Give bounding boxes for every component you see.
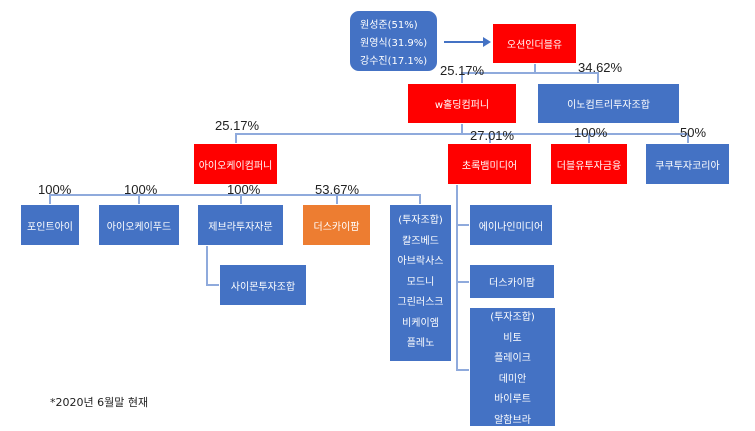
node-chorokbaem: 초록뱀미디어 (447, 143, 532, 185)
fund: 데미안 (499, 370, 527, 391)
pct-label: 53.67% (315, 182, 359, 197)
fund: 아브락사스 (398, 252, 444, 273)
owners-box: 원성준(51%) 원영식(31.9%) 강수진(17.1%) (349, 10, 438, 72)
fund: 알함브라 (494, 411, 531, 431)
pct-label: 100% (227, 182, 260, 197)
node-innocomtree: 이노컴트리투자조합 (537, 83, 680, 124)
owner: 원영식(31.9%) (360, 35, 427, 53)
fund: 플레노 (407, 334, 435, 355)
fund: (투자조합) (490, 308, 535, 329)
node-pointi: 포인트아이 (20, 204, 80, 246)
node-w-finance: 더블유투자금융 (550, 143, 628, 185)
pct-label: 25.17% (215, 118, 259, 133)
node-w-holding: w홀딩컴퍼니 (407, 83, 517, 124)
node-iok-food: 아이오케이푸드 (98, 204, 180, 246)
node-chorok-funds: (투자조합) 비토 플레이크 데미안 바이루트 알함브라 (469, 307, 556, 427)
pct-label: 50% (680, 125, 706, 140)
fund: (투자조합) (398, 211, 443, 232)
node-cuckoo: 쿠쿠투자코리아 (645, 143, 730, 185)
node-iok-company: 아이오케이컴퍼니 (193, 143, 278, 185)
pct-label: 100% (124, 182, 157, 197)
arrow-line (444, 41, 484, 43)
fund: 칼즈베드 (402, 232, 439, 253)
node-the-sky-farm: 더스카이팜 (302, 204, 371, 246)
node-zebra: 제브라투자자문 (197, 204, 284, 246)
fund: 비토 (503, 329, 521, 350)
node-a9-media: 에이나인미디어 (469, 204, 553, 246)
fund: 그린러스크 (398, 293, 444, 314)
pct-label: 25.17% (440, 63, 484, 78)
pct-label: 100% (574, 125, 607, 140)
fund: 비케이엠 (402, 314, 439, 335)
node-simon: 사이몬투자조합 (219, 264, 307, 306)
owner: 원성준(51%) (360, 17, 418, 35)
pct-label: 27.01% (470, 128, 514, 143)
node-ocean-w: 오션인더블유 (492, 23, 577, 64)
node-funds: (투자조합) 칼즈베드 아브락사스 모드니 그린러스크 비케이엠 플레노 (389, 204, 452, 362)
fund: 바이루트 (494, 390, 531, 411)
owner: 강수진(17.1%) (360, 53, 427, 71)
fund: 모드니 (407, 273, 435, 294)
pct-label: 100% (38, 182, 71, 197)
arrow-head-icon (483, 37, 491, 47)
node-the-sky-farm-2: 더스카이팜 (469, 264, 555, 299)
pct-label: 34.62% (578, 60, 622, 75)
fund: 플레이크 (494, 349, 531, 370)
footnote: *2020년 6월말 현재 (50, 394, 148, 410)
